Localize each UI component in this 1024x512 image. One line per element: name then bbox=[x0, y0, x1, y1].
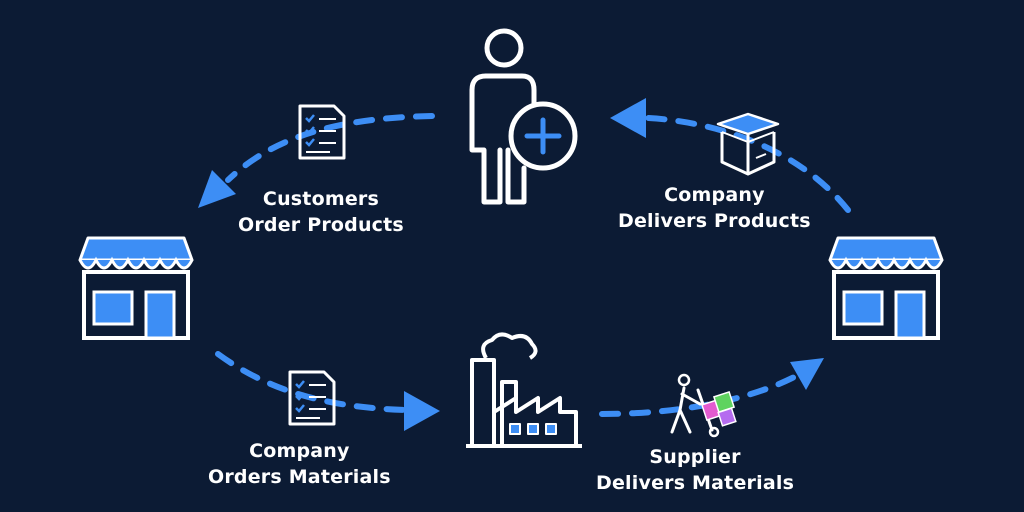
arrowheads bbox=[198, 98, 824, 431]
connector-customer-to-left-store bbox=[225, 113, 435, 183]
step-label-line: Order Products bbox=[238, 214, 404, 236]
step-label-company-delivers: Company Delivers Products bbox=[618, 182, 811, 234]
step-label-line: Delivers Products bbox=[618, 210, 811, 232]
checklist-icon bbox=[298, 104, 346, 160]
step-label-line: Company bbox=[664, 184, 765, 206]
arrowhead-top bbox=[610, 98, 646, 138]
step-label-supplier-delivers: Supplier Delivers Materials bbox=[596, 444, 794, 496]
arrowhead-left bbox=[198, 170, 236, 208]
delivery-person-icon bbox=[670, 373, 737, 438]
arrowhead-bottom-right bbox=[790, 358, 824, 390]
step-label-line: Orders Materials bbox=[208, 466, 391, 488]
step-label-customers-order: Customers Order Products bbox=[238, 186, 404, 238]
factory-icon bbox=[466, 332, 582, 448]
step-label-line: Customers bbox=[262, 188, 380, 210]
step-label-line: Company bbox=[249, 440, 350, 462]
step-label-line: Delivers Materials bbox=[596, 472, 795, 494]
customer-plus-icon bbox=[469, 28, 578, 205]
store-icon bbox=[78, 236, 194, 340]
store-icon bbox=[828, 236, 944, 340]
connector-left-store-to-factory bbox=[215, 351, 411, 413]
connector-right-store-to-customer bbox=[645, 115, 851, 213]
arrowhead-bottom-left bbox=[404, 391, 440, 431]
package-box-icon bbox=[716, 112, 780, 176]
checklist-icon bbox=[288, 370, 336, 426]
connector-factory-to-right-store bbox=[599, 371, 803, 417]
step-label-company-orders: Company Orders Materials bbox=[208, 438, 391, 490]
step-label-line: Supplier bbox=[649, 446, 741, 468]
